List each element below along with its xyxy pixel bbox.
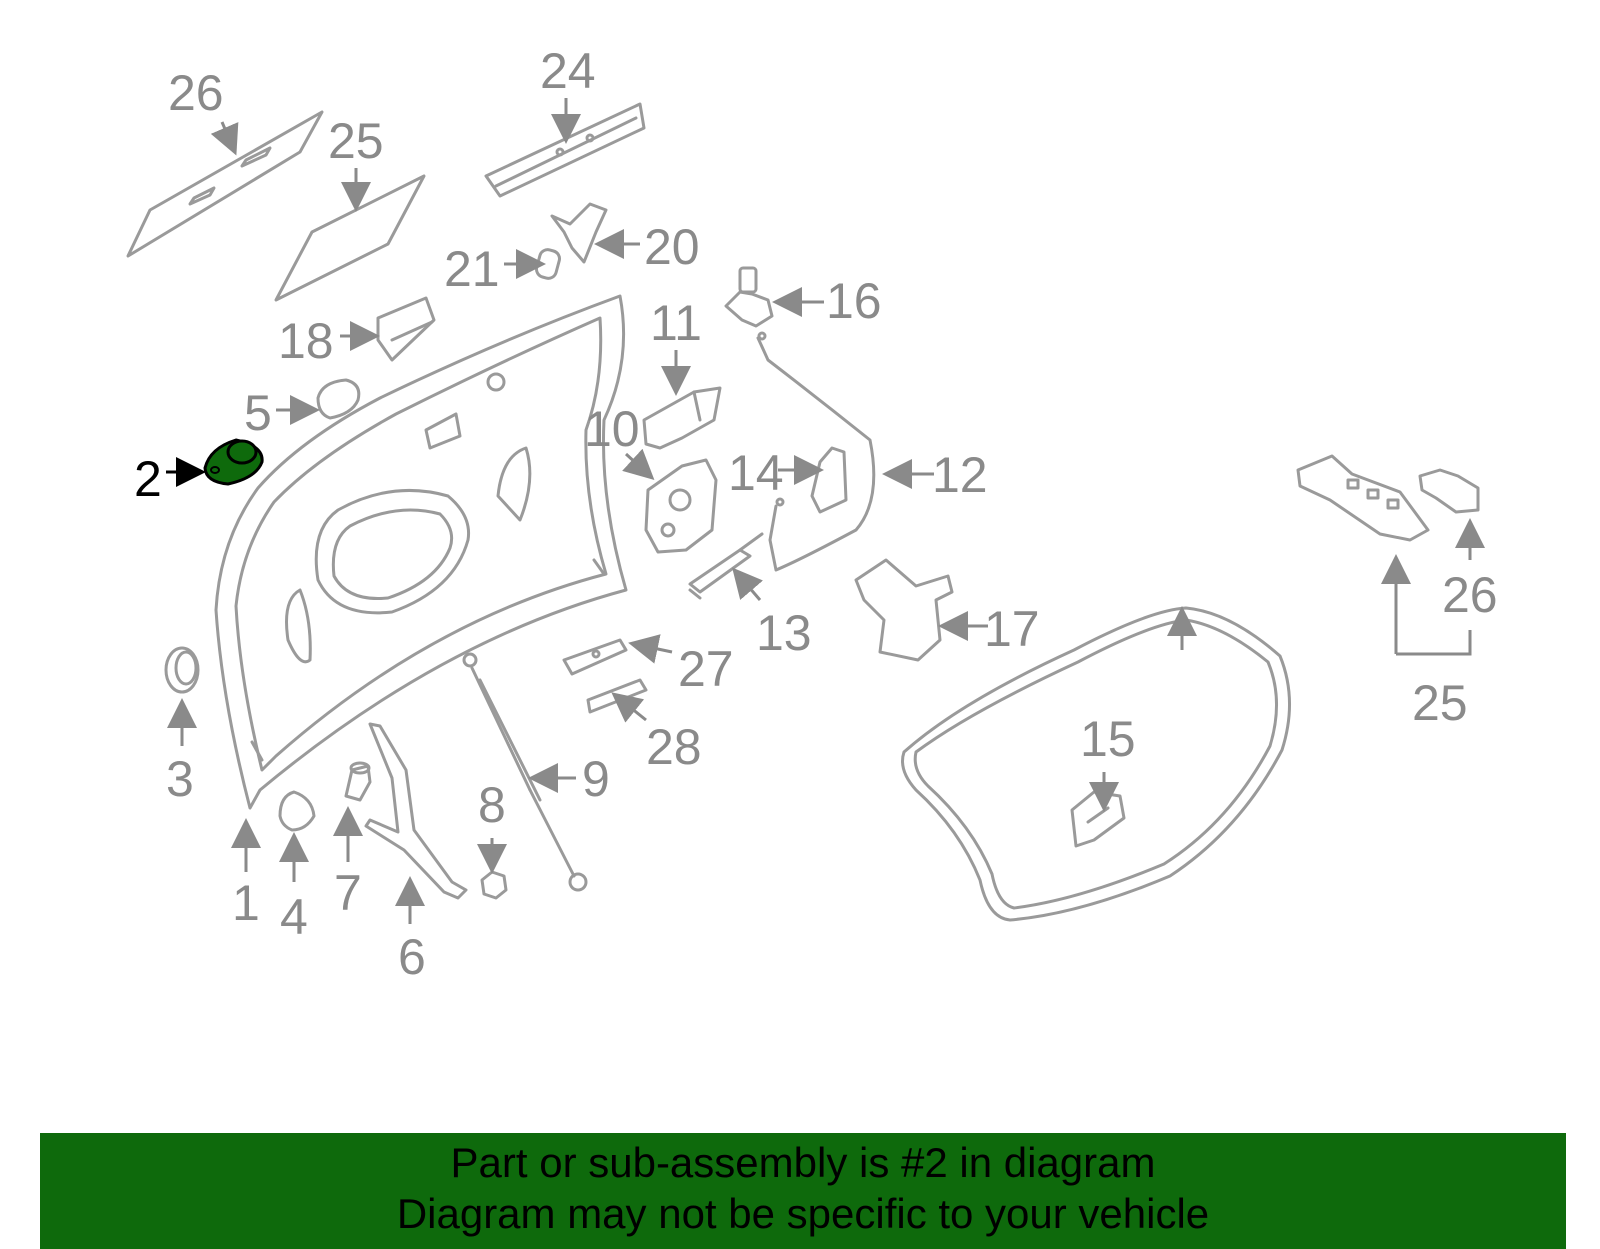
callout-labels: 26 25 24 20 21 18 5 2 3 1 4 7 6 8 9 10 1… xyxy=(134,43,1498,985)
callout-14: 14 xyxy=(728,445,784,501)
leader-lines xyxy=(166,98,1485,924)
part-8-nut xyxy=(480,870,508,900)
callout-8: 8 xyxy=(478,777,506,833)
part-17-striker xyxy=(854,558,954,662)
part-5-bumper xyxy=(316,378,361,420)
caption-line-2: Diagram may not be specific to your vehi… xyxy=(396,1190,1210,1237)
caption-line-1: Part or sub-assembly is #2 in diagram xyxy=(450,1139,1156,1186)
callout-19: 24 xyxy=(540,43,596,99)
part-6-hinge xyxy=(364,722,468,900)
callout-11: 11 xyxy=(650,295,702,351)
part-15-seal xyxy=(901,606,1291,922)
callout-9: 9 xyxy=(582,751,610,807)
part-24-panel xyxy=(126,110,324,258)
callout-3: 3 xyxy=(166,751,194,807)
part-12-cable xyxy=(756,331,876,572)
callout-2-selected: 2 xyxy=(134,451,162,507)
part-1-trunk-lid xyxy=(214,294,628,810)
part-18-bracket xyxy=(376,296,436,362)
callout-20: 20 xyxy=(644,219,700,275)
part-13-actuator xyxy=(688,532,764,600)
part-28-bulb xyxy=(1418,468,1480,514)
part-19-bar xyxy=(484,102,646,198)
callout-12: 12 xyxy=(932,447,988,503)
callout-1: 1 xyxy=(232,875,260,931)
callout-27: 25 xyxy=(1412,675,1468,731)
callout-25: 27 xyxy=(678,641,734,697)
callout-23: 25 xyxy=(328,113,384,169)
part-10-latch xyxy=(644,458,718,554)
callout-16: 16 xyxy=(826,273,882,329)
callout-17: 17 xyxy=(984,601,1040,657)
callout-28: 26 xyxy=(1442,567,1498,623)
callout-13: 13 xyxy=(756,605,812,661)
part-3-grommet xyxy=(164,646,200,694)
part-7-plug xyxy=(344,761,372,802)
part-27-housing xyxy=(1296,454,1430,542)
part-9-strut xyxy=(462,652,588,892)
callout-4: 4 xyxy=(280,889,308,945)
callout-26: 28 xyxy=(646,719,702,775)
part-25-bracket xyxy=(562,638,628,676)
part-14-bracket xyxy=(810,446,848,514)
part-2-highlighted[interactable] xyxy=(203,438,264,486)
caption-banner: Part or sub-assembly is #2 in diagram Di… xyxy=(40,1133,1566,1249)
callout-18: 18 xyxy=(278,313,334,369)
part-4-cap xyxy=(278,790,316,832)
callout-6: 6 xyxy=(398,929,426,985)
callout-21: 21 xyxy=(444,241,500,297)
callout-5: 5 xyxy=(244,385,272,441)
part-16-lock xyxy=(724,266,774,328)
callout-15: 15 xyxy=(1080,711,1136,767)
part-26-trim xyxy=(586,678,648,714)
callout-7: 7 xyxy=(334,865,362,921)
part-20-bracket xyxy=(550,202,608,264)
callout-24: 26 xyxy=(168,65,224,121)
part-23-panel xyxy=(274,174,426,302)
callout-10: 10 xyxy=(584,401,640,457)
part-11-cover xyxy=(642,386,722,450)
